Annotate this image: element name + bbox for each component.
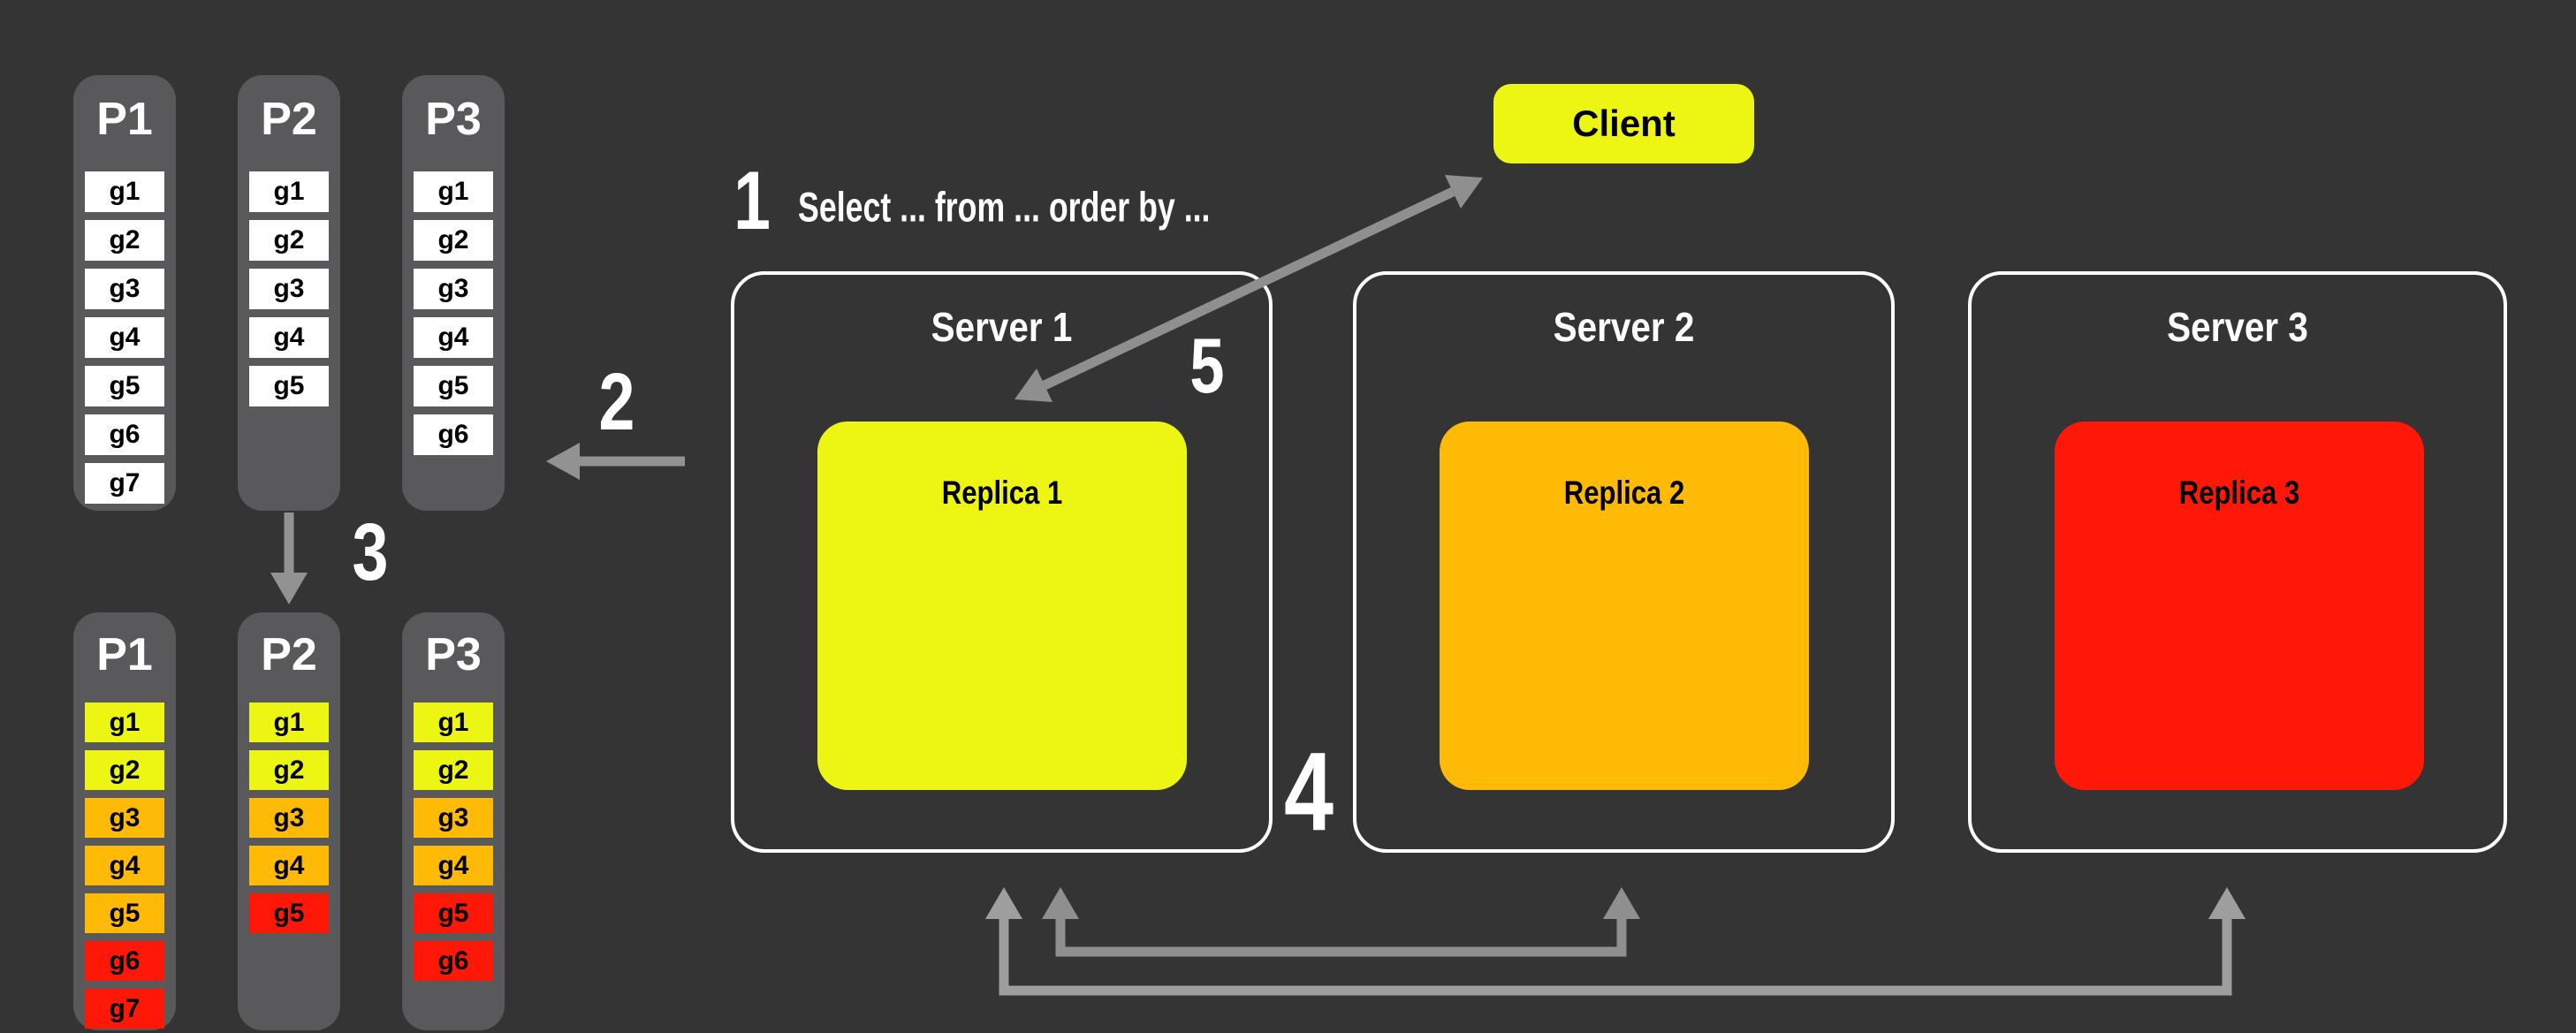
replica-2-box: Replica 2: [1440, 422, 1809, 790]
step2-left-arrow-icon: [546, 443, 685, 480]
partition-label: P3: [425, 629, 482, 680]
partition-cells: g1 g2 g3 g4 g5 g6 g7: [85, 703, 164, 1033]
server-title: Server 2: [1553, 304, 1695, 350]
step-2-number: 2: [598, 357, 635, 447]
partition-cell: g3: [85, 798, 164, 838]
partition-label: P3: [425, 94, 482, 145]
query-text: Select ... from ... order by ...: [798, 183, 1211, 231]
server-2-box: Server 2 Replica 2: [1353, 271, 1895, 853]
partition-label: P2: [261, 94, 317, 145]
partition-cell: g4: [249, 846, 329, 885]
server-title: Server 3: [2167, 304, 2308, 350]
replica-1-box: Replica 1: [817, 422, 1187, 790]
replication-arrow-s1-s3-icon: [985, 887, 2245, 996]
partition-cell: g5: [85, 366, 164, 406]
partition-cell: g3: [414, 269, 493, 309]
partition-cell: g6: [85, 941, 164, 981]
partition-cell: g4: [85, 846, 164, 885]
replica-label: Replica 2: [1563, 475, 1685, 511]
partition-bottom-p2: P2 g1 g2 g3 g4 g5: [238, 612, 340, 1030]
partition-label: P2: [261, 629, 317, 680]
partition-top-p2: P2 g1 g2 g3 g4 g5: [238, 75, 340, 511]
partition-cell: g6: [414, 941, 493, 981]
partition-top-p1: P1 g1 g2 g3 g4 g5 g6 g7: [73, 75, 176, 511]
partition-cell: g5: [249, 893, 329, 933]
server-3-box: Server 3 Replica 3: [1968, 271, 2507, 853]
server-title: Server 1: [931, 304, 1073, 350]
partition-cell: g6: [85, 414, 164, 455]
replica-label: Replica 1: [941, 475, 1063, 511]
partition-cell: g6: [414, 414, 493, 455]
partition-cell: g2: [249, 220, 329, 261]
replication-arrow-s1-s2-icon: [1042, 887, 1640, 957]
partition-cell: g1: [249, 703, 329, 742]
partition-cell: g5: [85, 893, 164, 933]
partition-cell: g2: [85, 220, 164, 261]
partition-cell: g4: [414, 846, 493, 885]
partition-cell: g5: [414, 893, 493, 933]
partition-cell: g7: [85, 989, 164, 1029]
partition-cells: g1 g2 g3 g4 g5: [249, 171, 329, 414]
partition-cell: g3: [414, 798, 493, 838]
server-1-box: Server 1 Replica 1: [731, 271, 1273, 853]
partition-cell: g1: [85, 703, 164, 742]
partition-cell: g5: [249, 366, 329, 406]
partition-cells: g1 g2 g3 g4 g5 g6 g7: [85, 171, 164, 512]
partition-cell: g3: [85, 269, 164, 309]
partition-cell: g2: [414, 220, 493, 261]
partition-bottom-p3: P3 g1 g2 g3 g4 g5 g6: [402, 612, 505, 1030]
replica-3-box: Replica 3: [2055, 422, 2424, 790]
partition-cell: g1: [414, 703, 493, 742]
partition-cell: g3: [249, 269, 329, 309]
partition-cell: g4: [85, 317, 164, 358]
replica-label: Replica 3: [2178, 475, 2300, 511]
partition-top-p3: P3 g1 g2 g3 g4 g5 g6: [402, 75, 505, 511]
partition-cell: g3: [249, 798, 329, 838]
partition-label: P1: [96, 94, 153, 145]
partition-cell: g4: [414, 317, 493, 358]
partition-cell: g2: [249, 750, 329, 790]
partition-bottom-p1: P1 g1 g2 g3 g4 g5 g6 g7: [73, 612, 176, 1030]
partition-cell: g1: [85, 171, 164, 212]
partition-cell: g2: [85, 750, 164, 790]
step-4-number: 4: [1283, 729, 1334, 854]
step3-down-arrow-icon: [270, 513, 308, 604]
step-5-number: 5: [1189, 322, 1225, 409]
step-3-number: 3: [352, 507, 389, 597]
partition-cell: g7: [85, 463, 164, 504]
partition-cells: g1 g2 g3 g4 g5 g6: [414, 703, 493, 989]
partition-cell: g5: [414, 366, 493, 406]
partition-cell: g2: [414, 750, 493, 790]
partition-cell: g4: [249, 317, 329, 358]
partition-label: P1: [96, 629, 153, 680]
partition-cell: g1: [414, 171, 493, 212]
client-box: Client: [1493, 84, 1754, 163]
partition-cell: g1: [249, 171, 329, 212]
partition-cells: g1 g2 g3 g4 g5 g6: [414, 171, 493, 463]
step-1-number: 1: [733, 154, 771, 247]
partition-cells: g1 g2 g3 g4 g5: [249, 703, 329, 941]
